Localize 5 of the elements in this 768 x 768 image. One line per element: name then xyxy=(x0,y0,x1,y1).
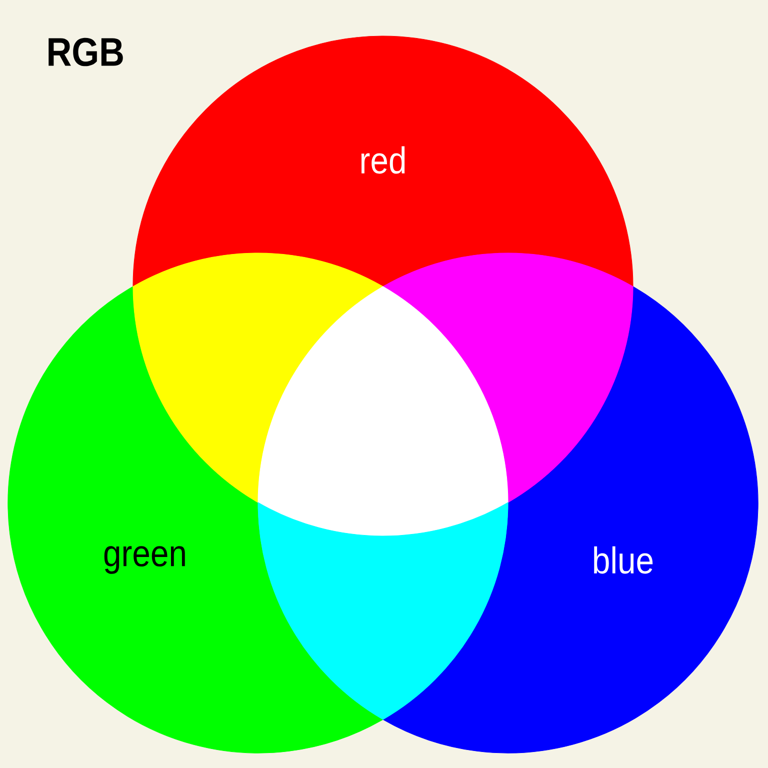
overlap-region xyxy=(382,252,634,503)
overlap-region xyxy=(258,286,508,536)
title: RGB xyxy=(48,38,123,66)
overlap-region xyxy=(132,252,384,503)
overlap-region xyxy=(258,502,508,720)
